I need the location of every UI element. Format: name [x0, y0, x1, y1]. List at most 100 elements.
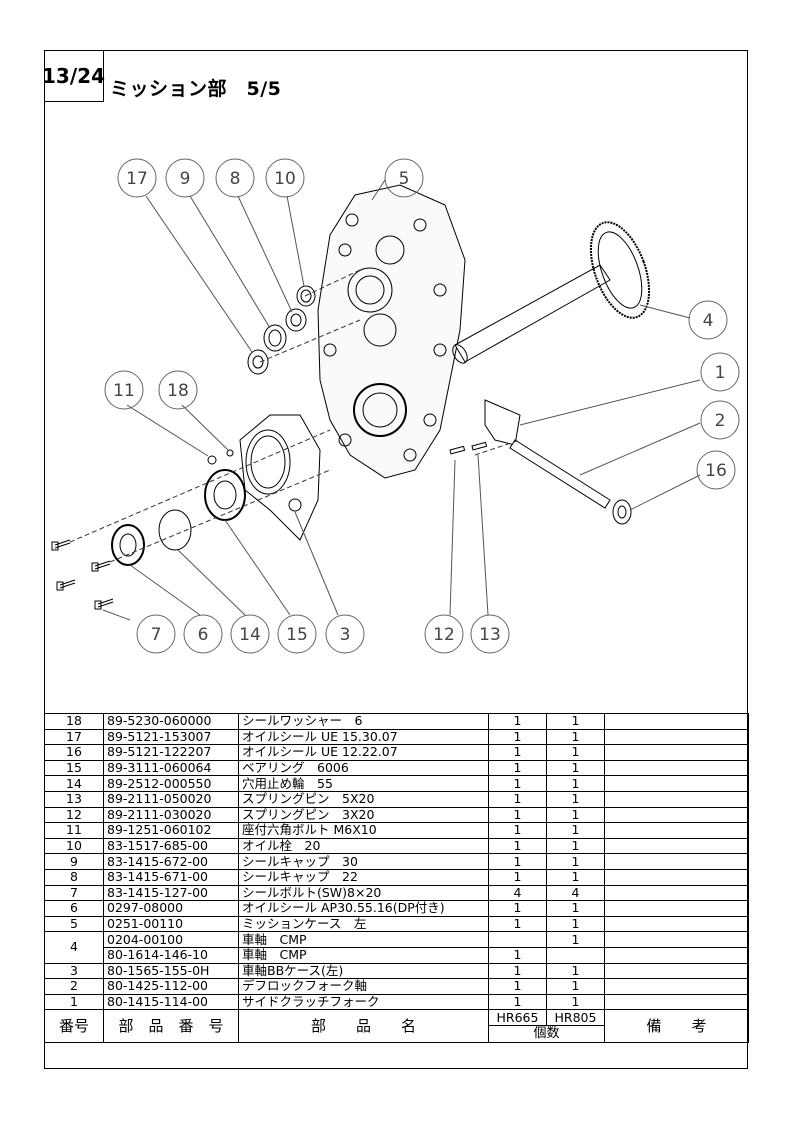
header-model-hr805: HR805: [554, 1010, 597, 1026]
cell-part-number: 80-1425-112-00: [103, 978, 239, 995]
cell-no: 7: [44, 884, 104, 902]
callout-13: 13: [470, 614, 510, 654]
cell-part-name: オイル栓 20: [238, 837, 489, 855]
cell-remarks: [604, 837, 749, 855]
cell-qty-hr665: 1: [488, 759, 547, 777]
callout-labels: 17 9 8 10 5 4 1 2 16 11 18 7 6 14 15 3 1…: [104, 158, 740, 654]
cell-remarks: [604, 759, 749, 777]
cell-qty-hr665: 1: [488, 978, 547, 995]
bearing-case: [239, 414, 321, 541]
cell-qty-hr665: 1: [488, 744, 547, 761]
cell-qty-hr665: 1: [488, 915, 547, 933]
cell-qty-hr805: 1: [546, 962, 605, 980]
svg-text:13: 13: [479, 625, 501, 645]
axle-shaft: [454, 264, 611, 363]
cell-qty-hr805: 1: [546, 868, 605, 886]
callout-6: 6: [183, 614, 223, 654]
callout-15: 15: [277, 614, 317, 654]
cell-qty-hr665: 1: [488, 837, 547, 855]
svg-text:17: 17: [126, 169, 148, 189]
svg-text:4: 4: [703, 311, 714, 331]
cell-qty-hr665: 1: [488, 713, 547, 730]
cell-no: 4: [44, 931, 104, 964]
svg-text:18: 18: [167, 381, 189, 401]
svg-text:14: 14: [239, 625, 261, 645]
svg-text:16: 16: [705, 461, 727, 481]
page-number: 13/24: [42, 50, 105, 102]
cell-remarks: [604, 728, 749, 746]
cell-part-name: 車軸BBケース(左): [238, 962, 489, 980]
cell-no: 13: [44, 790, 104, 808]
svg-text:7: 7: [151, 625, 162, 645]
cell-part-number: 83-1415-671-00: [103, 868, 239, 886]
cell-qty-hr665: 1: [488, 790, 547, 808]
cell-qty-hr805: 1: [546, 837, 605, 855]
svg-text:8: 8: [230, 169, 241, 189]
cell-part-name: オイルシール AP30.55.16(DP付き): [238, 900, 489, 917]
cell-part-name: シールキャップ 22: [238, 868, 489, 886]
page-title: ミッション部 5/5: [110, 78, 282, 100]
callout-17: 17: [117, 158, 157, 198]
cell-remarks: [604, 853, 749, 870]
cell-part-number: 89-5230-060000: [103, 713, 239, 730]
cell-part-name: 座付六角ボルト M6X10: [238, 822, 489, 839]
cell-qty-hr805: 4: [546, 884, 605, 902]
cell-qty-hr805: 1: [546, 744, 605, 761]
cell-no: 12: [44, 806, 104, 824]
cell-remarks: [604, 900, 749, 917]
cell-part-number: 89-1251-060102: [103, 822, 239, 839]
callout-16: 16: [696, 450, 736, 490]
header-part-name: 部 品 名: [238, 1009, 489, 1044]
cell-remarks: [604, 962, 749, 980]
cell-qty-hr805: [546, 946, 605, 964]
cell-remarks: [604, 790, 749, 808]
callout-1: 1: [700, 352, 740, 392]
cell-qty-hr665: 1: [488, 728, 547, 746]
cell-qty-hr805: 1: [546, 853, 605, 870]
svg-text:12: 12: [433, 625, 455, 645]
cell-part-name: ミッションケース 左: [238, 915, 489, 933]
cell-part-name: 車軸 CMP: [238, 946, 489, 964]
svg-text:6: 6: [198, 625, 209, 645]
cell-part-number: 89-2111-030020: [103, 806, 239, 824]
axle-gear: [589, 221, 651, 319]
callout-5: 5: [384, 158, 424, 198]
cell-remarks: [604, 868, 749, 886]
svg-text:10: 10: [274, 169, 296, 189]
callout-12: 12: [424, 614, 464, 654]
cell-part-number: 80-1565-155-0H: [103, 962, 239, 980]
cell-part-name: スプリングピン 5X20: [238, 790, 489, 808]
cell-qty-hr665: 1: [488, 868, 547, 886]
svg-text:15: 15: [286, 625, 308, 645]
callout-2: 2: [700, 400, 740, 440]
cell-qty-hr665: 1: [488, 806, 547, 824]
callout-8: 8: [215, 158, 255, 198]
cell-qty-hr805: 1: [546, 806, 605, 824]
cell-part-number: 83-1415-127-00: [103, 884, 239, 902]
cell-no: 15: [44, 759, 104, 777]
exploded-parts-diagram: 17 9 8 10 5 4 1 2 16 11 18 7 6 14 15 3 1…: [51, 158, 740, 654]
cell-no: 3: [44, 962, 104, 980]
callout-11: 11: [104, 370, 144, 410]
cell-qty-hr805: 1: [546, 931, 605, 948]
cell-remarks: [604, 775, 749, 792]
cell-part-number: 89-5121-153007: [103, 728, 239, 746]
cell-part-number: 89-3111-060064: [103, 759, 239, 777]
callout-14: 14: [230, 614, 270, 654]
cell-part-name: デフロックフォーク軸: [238, 978, 489, 995]
cell-qty-hr805: 1: [546, 728, 605, 746]
cell-part-name: シールボルト(SW)8×20: [238, 884, 489, 902]
cell-no: 17: [44, 728, 104, 746]
cell-part-number: 80-1614-146-10: [103, 946, 239, 964]
